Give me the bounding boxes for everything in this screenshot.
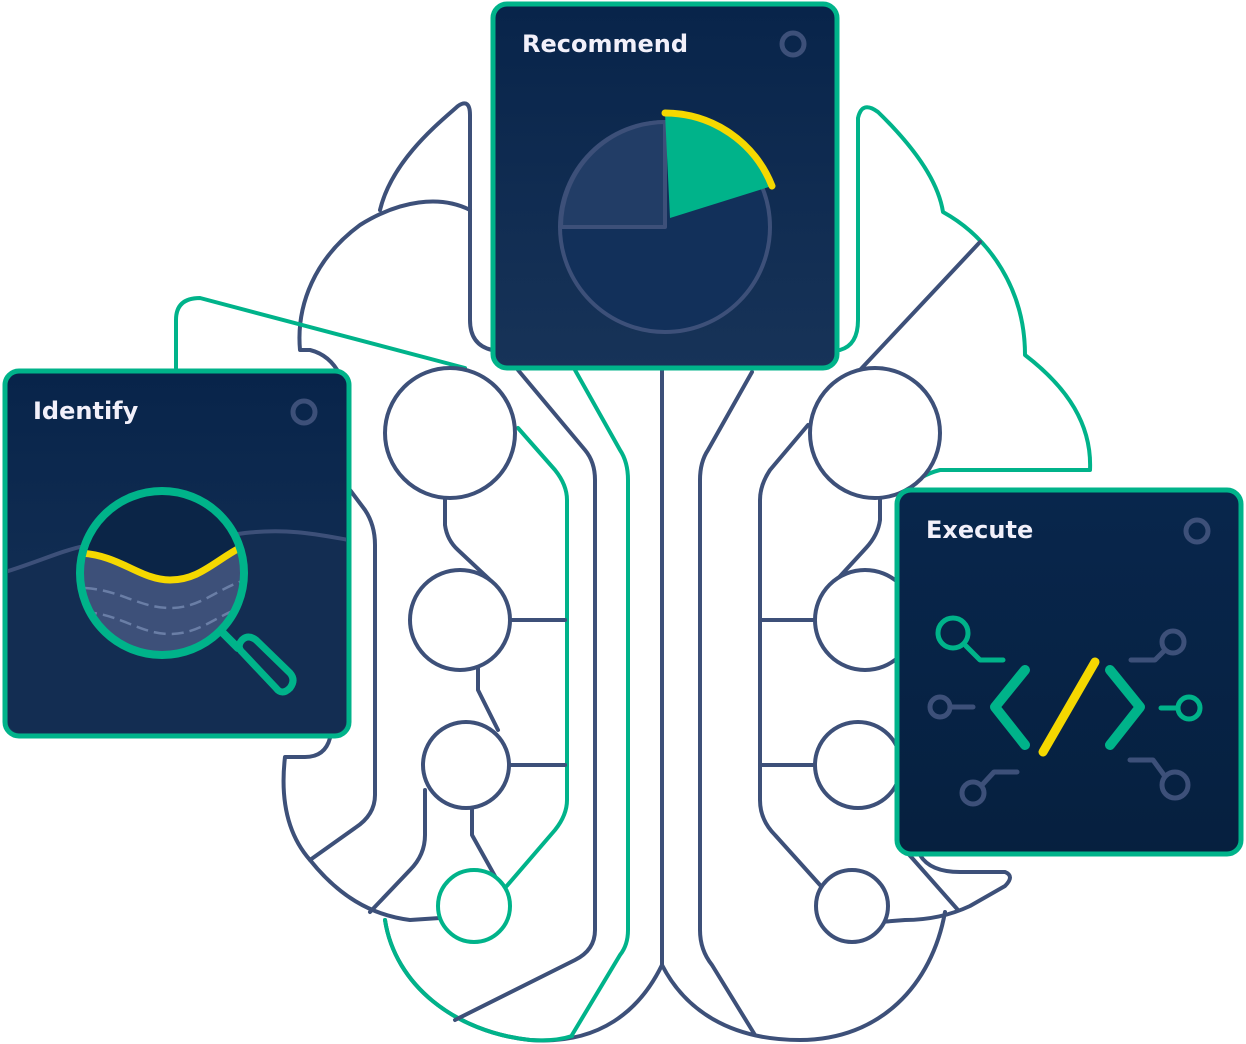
node <box>814 868 890 944</box>
node <box>808 366 942 500</box>
node <box>813 720 903 810</box>
status-ring-icon <box>779 30 807 58</box>
status-ring-icon <box>1183 517 1211 545</box>
node <box>421 720 511 810</box>
node-active <box>436 868 512 944</box>
node <box>408 568 512 672</box>
neural-nodes <box>383 366 942 944</box>
brain-right-hemisphere <box>660 105 1093 1042</box>
magnifier-icon <box>76 487 297 696</box>
code-brackets-icon <box>927 615 1203 807</box>
status-ring-icon <box>290 398 318 426</box>
recommend-title: Recommend <box>522 30 688 58</box>
brain-left-hemisphere <box>174 101 664 1043</box>
execute-title: Execute <box>926 516 1033 544</box>
node <box>383 366 517 500</box>
execute-card[interactable]: Execute <box>894 487 1244 857</box>
identify-title: Identify <box>33 397 139 425</box>
identify-card[interactable]: Identify <box>2 368 352 739</box>
pie-chart-icon <box>558 109 776 334</box>
recommend-card[interactable]: Recommend <box>490 1 840 371</box>
